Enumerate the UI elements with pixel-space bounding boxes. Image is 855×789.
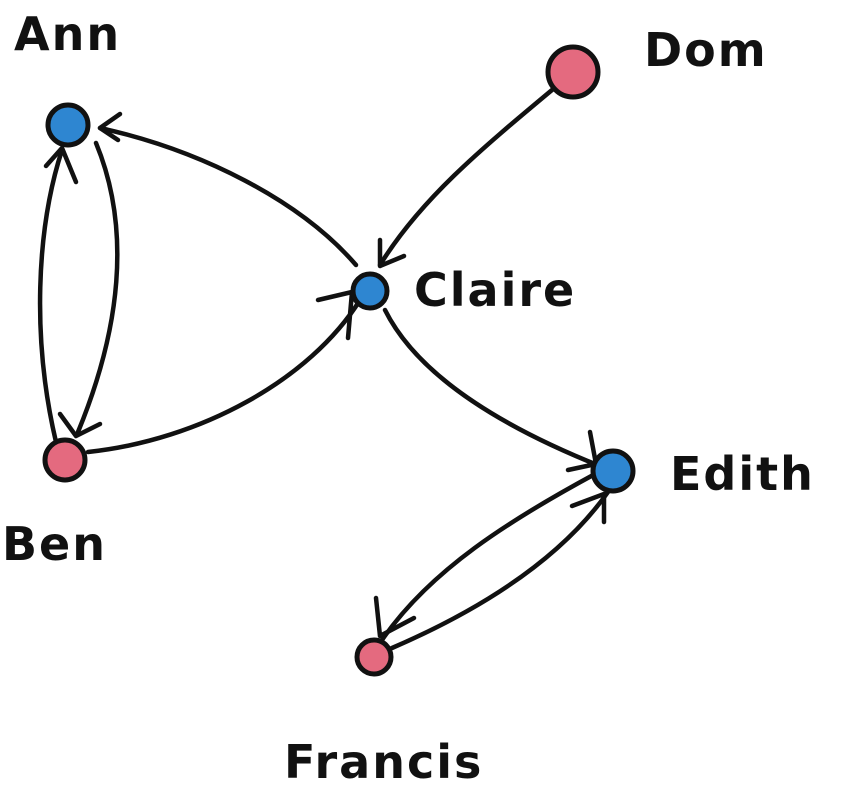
node-dom[interactable] <box>545 44 601 100</box>
arrowhead-dom-claire <box>377 237 407 269</box>
edge-ann-ben <box>75 140 120 435</box>
nodes <box>42 44 636 677</box>
node-ann[interactable] <box>45 102 91 148</box>
label-francis: Francis <box>284 735 483 789</box>
label-ben: Ben <box>2 517 107 571</box>
labels: Ann Ben Claire Dom Edith Francis <box>2 7 815 789</box>
label-ann: Ann <box>14 7 121 61</box>
edge-dom-claire <box>377 87 555 268</box>
label-claire: Claire <box>414 263 576 317</box>
arrowhead-claire-ann <box>97 111 123 143</box>
node-claire[interactable] <box>350 271 390 311</box>
node-francis[interactable] <box>354 637 394 677</box>
edges <box>37 87 611 651</box>
arrowhead-edith-francis <box>373 595 417 639</box>
arrowhead-ben-ann <box>43 145 79 185</box>
edge-claire-edith <box>382 307 603 469</box>
arrowhead-ann-ben <box>57 411 103 439</box>
arrowhead-francis-edith <box>569 491 607 525</box>
edge-ben-ann <box>37 147 65 445</box>
label-edith: Edith <box>670 447 815 501</box>
edge-edith-francis <box>379 471 598 643</box>
node-ben[interactable] <box>42 437 88 483</box>
node-edith[interactable] <box>590 448 636 494</box>
edge-francis-edith <box>389 489 611 651</box>
edge-ben-claire <box>85 297 363 455</box>
label-dom: Dom <box>644 23 768 77</box>
edge-claire-ann <box>97 125 359 268</box>
